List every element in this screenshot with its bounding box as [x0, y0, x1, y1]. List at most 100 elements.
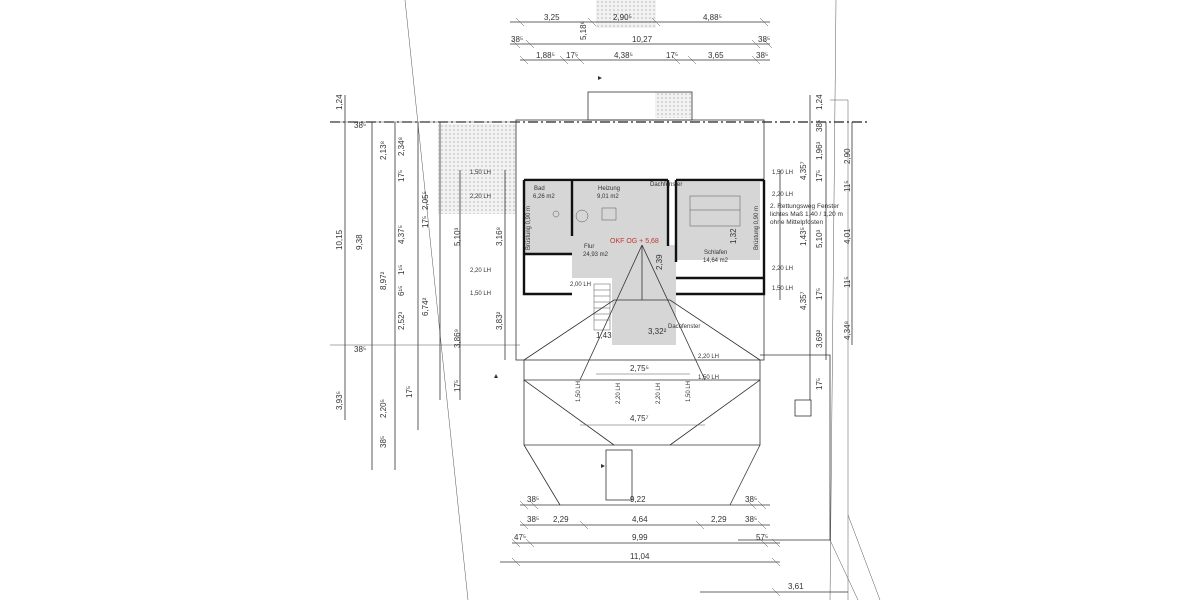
dim-left-j: 2,05⁵	[421, 191, 430, 210]
lh-v3: 2,20 LH	[656, 383, 662, 404]
dimension-chains-left: 1,24 38⁵ 10,15 9,38 2,13⁸ 2,34⁸ 17⁵ 4,37…	[330, 94, 520, 470]
dim-left-d: 9,38	[355, 234, 364, 250]
dim-roof-c: 3,32²	[648, 327, 667, 336]
dim-top-g: 38⁵	[758, 35, 770, 44]
dim-bottom-c: 38⁵	[745, 495, 757, 504]
room-heizung-name: Heizung	[598, 186, 620, 192]
dim-left-a: 1,24	[335, 94, 344, 110]
dim-left-b: 38⁵	[354, 121, 366, 130]
room-schlafen-name: Schlafen	[704, 250, 727, 256]
lh-c1: 2,00 LH	[570, 282, 591, 288]
dim-left-v: 38⁵	[379, 436, 388, 448]
neighbour-diagonal	[847, 514, 881, 600]
dim-top-e: 38⁵	[511, 35, 523, 44]
dim-left-w: 5,10³	[453, 227, 462, 246]
dim-right-h: 5,10³	[815, 229, 824, 248]
dim-right-b: 38⁵	[815, 120, 824, 132]
room-schlafen-area: 14,64 m2	[703, 258, 729, 264]
lh-v2: 2,20 LH	[616, 383, 622, 404]
lh-l4: 1,50 LH	[470, 291, 491, 297]
room-bad-area: 6,26 m2	[533, 194, 555, 200]
dim-right-a: 1,24	[815, 94, 824, 110]
dim-right-i: 1,43⁵	[799, 227, 808, 246]
dim-left-e: 2,13⁸	[379, 141, 388, 160]
brustung-left: Brüstung 0,90 m	[526, 206, 532, 250]
lh-r2: 2,20 LH	[772, 192, 793, 198]
neighbour-diagonal-2	[829, 539, 859, 600]
room-flur-name: Flur	[584, 244, 594, 250]
property-line-right	[829, 0, 837, 600]
dim-left-g: 17⁵	[397, 170, 406, 182]
dim-left-m: 1¹⁵	[397, 265, 406, 275]
dim-top-k: 17⁵	[666, 51, 678, 60]
dim-right-e: 4,35⁷	[799, 161, 808, 180]
dim-bottom-l: 11,04	[630, 552, 650, 561]
lh-l2: 2,20 LH	[470, 194, 491, 200]
bottom-box	[605, 449, 633, 501]
room-bad-name: Bad	[534, 186, 545, 192]
dim-bottom-m: 3,61	[788, 582, 804, 591]
dim-right-o: 4,34⁸	[843, 321, 852, 340]
dimension-chains-bottom: 38⁵ 9,22 38⁵ 38⁵ 2,29 4,64 2,29 38⁵ 47⁵ …	[500, 495, 848, 597]
dim-top-f: 10,27	[632, 35, 653, 44]
room-fills	[524, 182, 760, 345]
dim-right-k: 11⁵	[843, 276, 852, 288]
roof-window-right	[794, 399, 812, 417]
dim-left-l: 6¹⁵	[397, 286, 406, 296]
dim-roof-b: 4,75⁷	[630, 414, 649, 423]
dim-top-b: 2,90⁵	[613, 13, 632, 22]
dim-right-d: 2,90	[843, 148, 852, 164]
hatched-area-left	[438, 124, 516, 214]
dim-bottom-k: 57⁵	[756, 533, 768, 542]
dim-right-g: 11⁵	[843, 180, 852, 192]
stair-and-fixtures	[552, 195, 741, 331]
brustung-right: Brüstung 0,90 m	[754, 206, 760, 250]
dim-bottom-e: 2,29	[553, 515, 569, 524]
dim-bottom-h: 38⁵	[745, 515, 757, 524]
dim-left-t: 2,20⁵	[379, 399, 388, 418]
room-flur-area: 24,93 m2	[583, 252, 609, 258]
dim-bottom-i: 47⁵	[514, 533, 526, 542]
dim-top-a: 3,25	[544, 13, 560, 22]
dim-top-m: 38⁵	[756, 51, 768, 60]
lh-c3: 1,50 LH	[698, 375, 719, 381]
dim-right-n: 3,69²	[815, 329, 824, 348]
lh-r3: 2,20 LH	[772, 266, 793, 272]
dim-top-i: 17⁵	[566, 51, 578, 60]
dim-left-y: 3,83²	[495, 311, 504, 330]
note-line-2: lichtes Maß 1,40 / 1,20 m	[770, 211, 843, 218]
dim-left-n: 6,74²	[421, 297, 430, 316]
lh-l3: 2,20 LH	[470, 268, 491, 274]
dim-top-j: 4,38⁵	[614, 51, 633, 60]
dim-right-f: 17⁵	[815, 170, 824, 182]
note-line-1: 2. Rettungsweg Fenster	[770, 203, 840, 210]
lh-c2: 2,20 LH	[698, 354, 719, 360]
interior-walls	[522, 178, 766, 296]
dim-left-x: 3,16⁸	[495, 227, 504, 246]
dim-left-u: 17⁵	[405, 386, 414, 398]
dim-left-q: 3,86⁹	[453, 329, 462, 348]
dim-bottom-a: 38⁵	[527, 495, 539, 504]
dim-right-p: 17⁵	[815, 378, 824, 390]
dim-bottom-f: 4,64	[632, 515, 648, 524]
dim-left-f: 2,34⁸	[397, 137, 406, 156]
neighbour-outline	[830, 99, 849, 600]
dim-roof-a: 2,75⁵	[630, 364, 649, 373]
lh-v1: 1,50 LH	[576, 381, 582, 402]
lh-r4: 1,50 LH	[772, 286, 793, 292]
dimension-chains-right: 1,24 38⁵ 1,96³ 2,90 4,35⁷ 17⁵ 11⁵ 5,10³ …	[729, 94, 853, 400]
dim-bottom-b: 9,22	[630, 495, 646, 504]
annex-outline	[738, 354, 831, 541]
dim-left-r: 17⁵	[453, 380, 462, 392]
dimension-chains-top: 3,25 2,90⁵ 4,88⁵ 5,18⁶ 38⁵ 10,27 38⁵ 1,8…	[510, 13, 773, 65]
dim-bottom-d: 38⁵	[527, 515, 539, 524]
dachfenster-label-a: Dachfenster	[650, 182, 682, 188]
room-heizung-area: 9,01 m2	[597, 194, 619, 200]
marker-arrows	[494, 76, 605, 468]
dim-right-j: 4,01	[843, 228, 852, 244]
dim-left-c: 10,15	[335, 229, 344, 250]
roof-lines	[523, 244, 761, 506]
lh-r1: 1,50 LH	[772, 170, 793, 176]
dim-left-i: 17⁵	[421, 216, 430, 228]
